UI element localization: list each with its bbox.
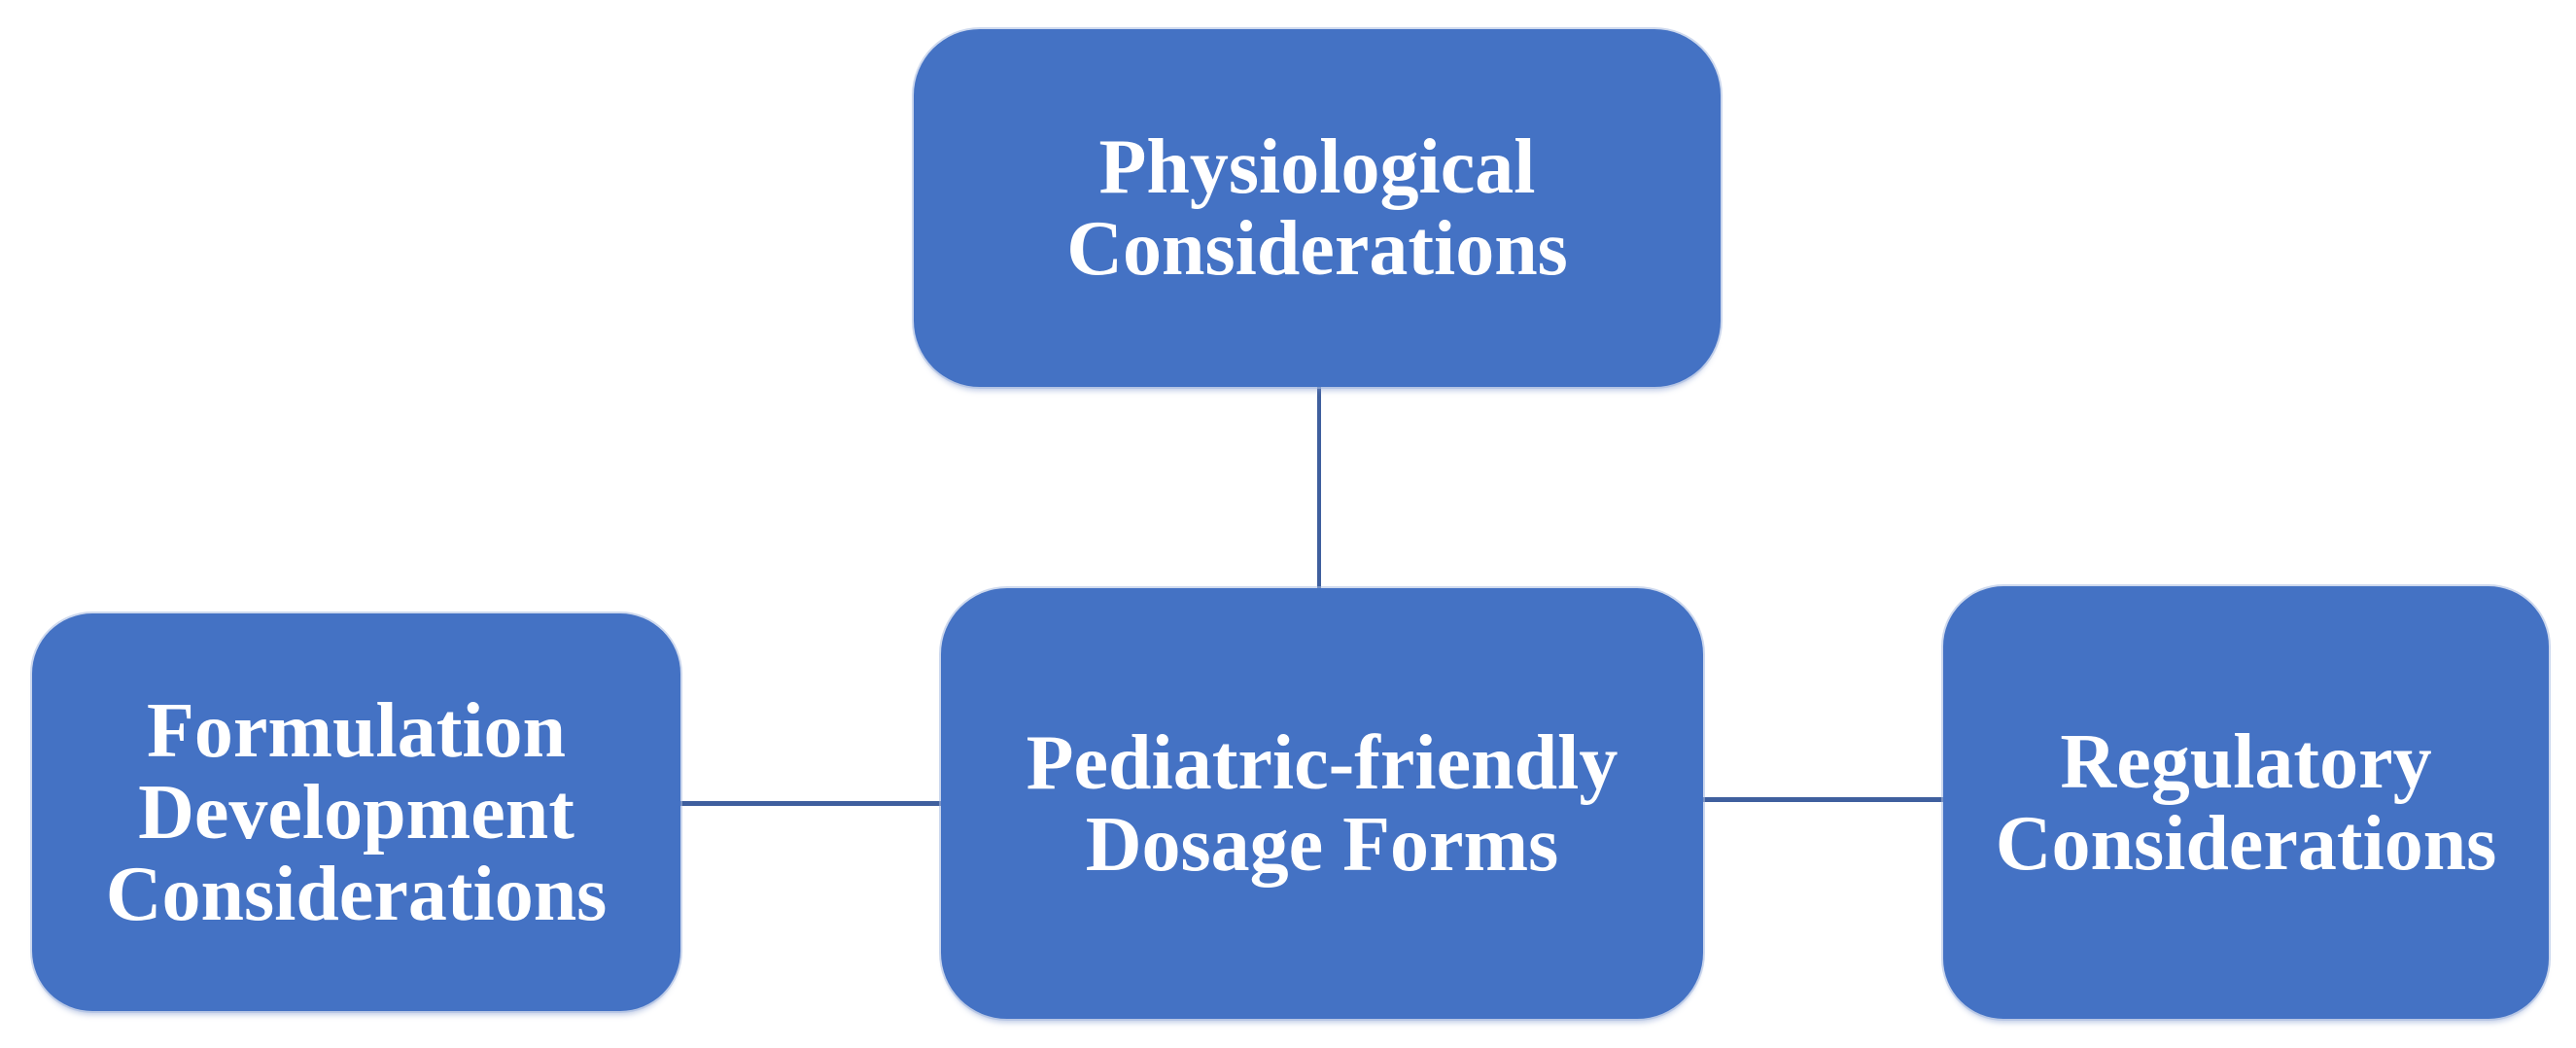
node-physiological-considerations: Physiological Considerations bbox=[914, 29, 1721, 387]
node-regulatory-considerations-label: Regulatory Considerations bbox=[1995, 718, 2497, 887]
node-formulation-development-considerations-label: Formulation Development Considerations bbox=[105, 687, 608, 937]
connector-regulatory-to-center bbox=[1703, 797, 1943, 802]
node-pediatric-friendly-dosage-forms-label: Pediatric-friendly Dosage Forms bbox=[1026, 719, 1619, 888]
connector-physiological-to-center bbox=[1317, 385, 1321, 590]
node-regulatory-considerations: Regulatory Considerations bbox=[1943, 586, 2549, 1019]
node-physiological-considerations-label: Physiological Considerations bbox=[1066, 124, 1568, 292]
node-pediatric-friendly-dosage-forms: Pediatric-friendly Dosage Forms bbox=[941, 588, 1703, 1019]
connector-formulation-to-center bbox=[680, 801, 941, 806]
node-formulation-development-considerations: Formulation Development Considerations bbox=[32, 613, 680, 1011]
